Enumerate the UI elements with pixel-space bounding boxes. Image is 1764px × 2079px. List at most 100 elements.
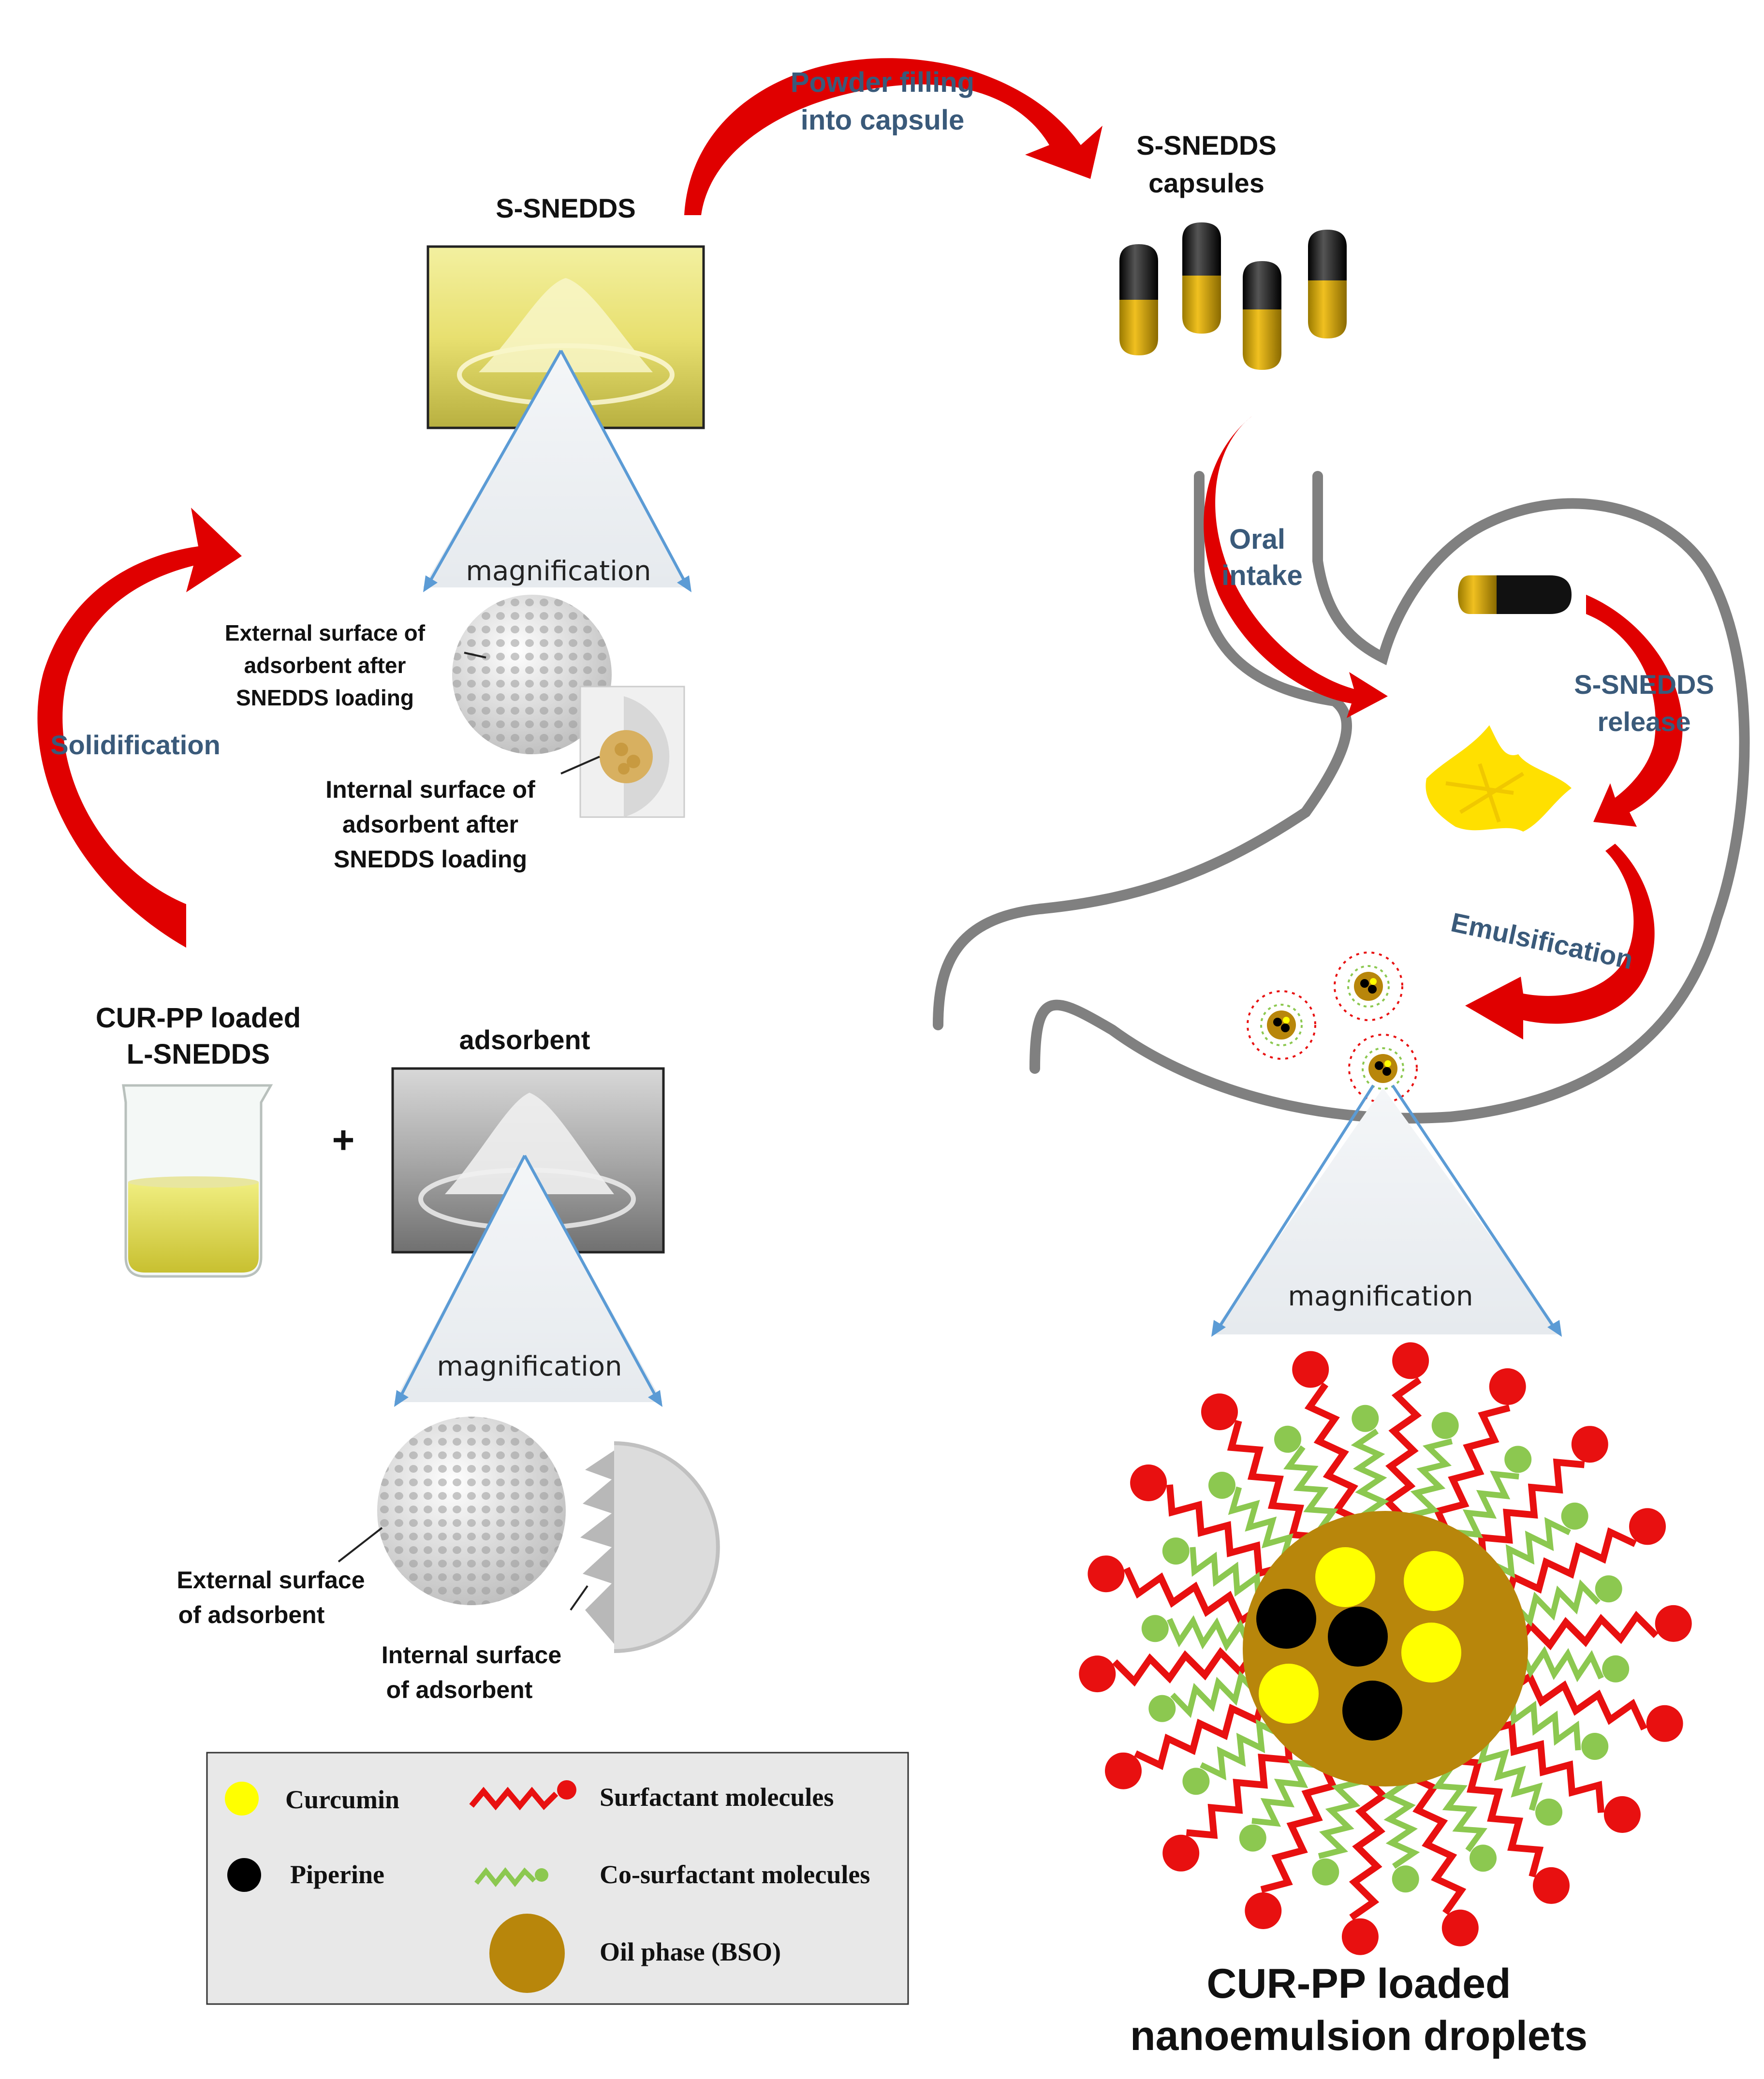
small-droplet-2 [1334, 952, 1403, 1021]
internal-pointer [570, 1585, 588, 1611]
solidification-arrow [37, 508, 242, 948]
surfactant-molecule-head [1392, 1342, 1429, 1379]
cosurfactant-molecule-head [1312, 1858, 1339, 1886]
legend-curcumin-label: Curcumin [285, 1785, 399, 1814]
capsule-group [1119, 222, 1347, 370]
released-powder-splash [1426, 725, 1572, 832]
cosurfactant-molecule-head [1561, 1502, 1588, 1530]
capsule-1 [1119, 244, 1158, 355]
surfactant-molecule-head [1341, 1918, 1379, 1955]
emulsification-arrow [1465, 844, 1655, 1040]
cosurfactant-molecule-head [1602, 1655, 1630, 1683]
surfactant-molecule-head [1646, 1705, 1683, 1742]
curcumin-molecule [1315, 1547, 1375, 1607]
capsules-title-line2: capsules [1148, 168, 1264, 198]
external-label-line2: of adsorbent [178, 1601, 325, 1628]
powder-filling-arrow [684, 58, 1102, 215]
surfactant-molecule-head [1603, 1796, 1641, 1833]
legend-box [206, 1752, 909, 2005]
surfactant-molecule-head [1088, 1555, 1125, 1593]
small-droplet-3 [1348, 1034, 1418, 1103]
droplet-core [1243, 1511, 1528, 1786]
legend-piperine-label: Piperine [290, 1860, 384, 1889]
external-label-line1: External surface [176, 1567, 365, 1594]
cosurfactant-molecule-head [1141, 1615, 1169, 1642]
powder-filling-label-line2: into capsule [801, 104, 964, 136]
internal-loaded-label-line3: SNEDDS loading [334, 846, 527, 873]
legend-oil-swatch [489, 1914, 565, 1993]
internal-label-line1: Internal surface [382, 1641, 561, 1669]
legend-piperine-swatch [227, 1858, 261, 1892]
s-snedds-release-arrow [1586, 595, 1683, 827]
lower-magnification-cone [394, 1155, 662, 1407]
legend-surfactant-label: Surfactant molecules [600, 1783, 834, 1812]
cosurfactant-molecule-head [1504, 1446, 1532, 1473]
internal-loaded-pointer [560, 756, 600, 775]
curcumin-molecule [1401, 1623, 1461, 1683]
capsules-title-line1: S-SNEDDS [1136, 130, 1276, 161]
internal-loaded-label-line1: Internal surface of [325, 776, 535, 803]
internal-label-line2: of adsorbent [386, 1676, 533, 1703]
capsule-2 [1182, 222, 1221, 334]
cosurfactant-molecule-head [1162, 1537, 1190, 1565]
legend-surfactant-swatch [469, 1786, 559, 1811]
adsorbent-internal-section [580, 1441, 720, 1653]
stomach-capsule [1458, 575, 1572, 614]
external-loaded-pointer [464, 652, 486, 659]
cosurfactant-molecule-head [1595, 1575, 1622, 1603]
small-droplet-1 [1247, 990, 1316, 1060]
oral-intake-label-line1: Oral [1229, 524, 1285, 555]
surfactant-molecule-head [1629, 1508, 1666, 1545]
magnification-label-upper: magnification [466, 556, 651, 587]
magnification-label-droplet: magnification [1288, 1281, 1473, 1312]
oral-intake-label-line2: intake [1221, 560, 1303, 591]
external-loaded-label-line2: adsorbent after [244, 653, 406, 678]
cosurfactant-molecule-head [1148, 1695, 1176, 1722]
surfactant-molecule-head [1079, 1655, 1116, 1693]
surfactant-molecule-head [1292, 1351, 1329, 1388]
legend-cosurfactant-swatch [474, 1867, 536, 1888]
emulsification-label: Emulsification [1448, 907, 1635, 975]
magnification-label-lower: magnification [437, 1351, 622, 1382]
cosurfactant-molecule-head [1392, 1865, 1419, 1893]
release-label-line1: S-SNEDDS [1574, 669, 1714, 700]
surfactant-molecule-head [1489, 1368, 1526, 1405]
surfactant-molecule-head [1201, 1393, 1238, 1431]
piperine-molecule [1342, 1681, 1402, 1741]
droplet-shell [1079, 1342, 1692, 1955]
surfactant-molecule-head [1571, 1426, 1608, 1463]
surfactant-molecule-head [1533, 1867, 1570, 1904]
droplet-magnification-cone [1211, 1084, 1562, 1337]
release-label-line2: release [1597, 706, 1690, 737]
lsnedds-label-line1: CUR-PP loaded [96, 1002, 301, 1034]
cosurfactant-molecule-head [1182, 1768, 1210, 1795]
surfactant-molecule-head [1245, 1892, 1282, 1929]
cosurfactant-molecule-head [1208, 1472, 1235, 1499]
lsnedds-beaker [122, 1084, 273, 1278]
surfactant-molecule-head [1441, 1909, 1479, 1947]
capsule-4 [1308, 230, 1347, 338]
loaded-adsorbent-internal-section [579, 686, 685, 818]
cosurfactant-molecule-head [1470, 1845, 1497, 1872]
legend-oil-label: Oil phase (BSO) [600, 1937, 781, 1966]
curcumin-molecule [1259, 1664, 1319, 1724]
adsorbent-external-sphere [377, 1417, 566, 1605]
piperine-molecule [1256, 1589, 1316, 1649]
surfactant-molecule-head [1105, 1752, 1142, 1789]
surfactant-molecule-head [1130, 1464, 1167, 1501]
upper-magnification-cone [423, 350, 691, 592]
external-loaded-label-line3: SNEDDS loading [236, 685, 414, 710]
legend-curcumin-swatch [225, 1782, 259, 1815]
capsule-3 [1243, 261, 1281, 370]
powder-filling-label-line1: Powder filling [791, 67, 974, 98]
cosurfactant-molecule-head [1535, 1799, 1562, 1826]
external-loaded-label-line1: External surface of [225, 620, 426, 645]
droplet-caption-line2: nanoemulsion droplets [1130, 2013, 1588, 2059]
internal-loaded-label-line2: adsorbent after [342, 811, 518, 838]
cosurfactant-molecule-head [1581, 1733, 1609, 1760]
surfactant-molecule-head [1162, 1834, 1200, 1872]
cosurfactant-molecule-head [1274, 1425, 1301, 1453]
surfactant-molecule-head [1655, 1605, 1692, 1642]
solidification-label: Solidification [50, 730, 220, 760]
